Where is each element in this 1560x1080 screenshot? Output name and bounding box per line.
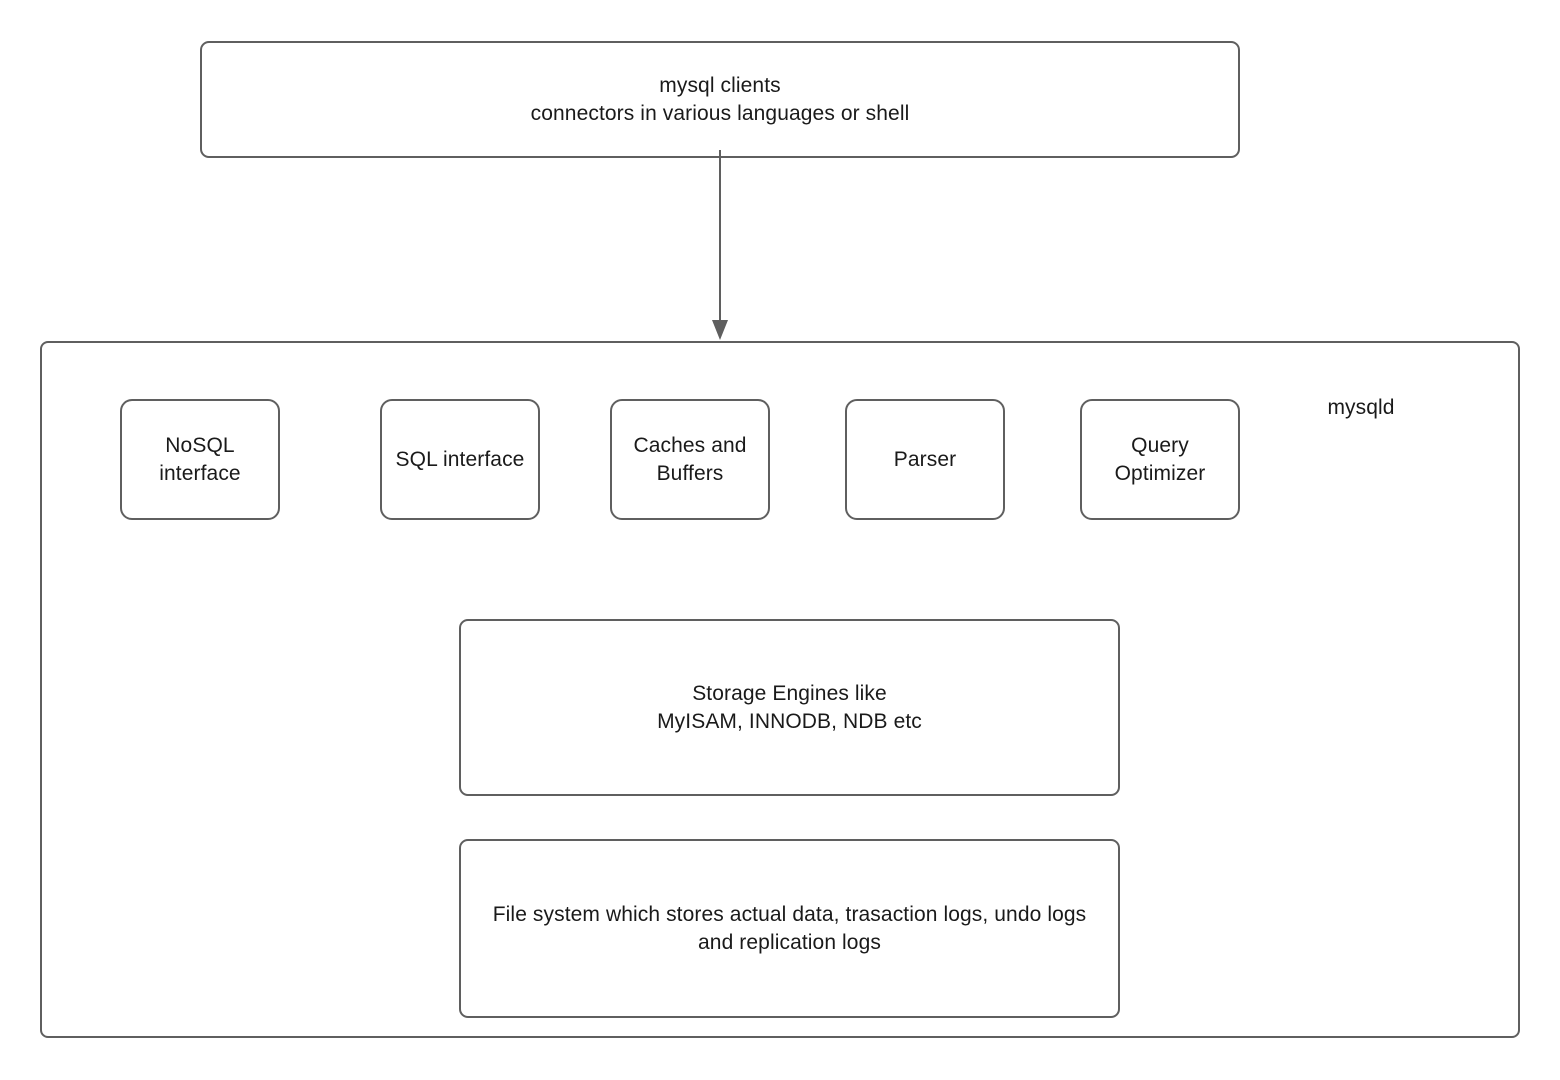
component-box-nosql-interface[interactable]: NoSQL interface: [120, 399, 280, 520]
storage-engines-box[interactable]: Storage Engines like MyISAM, INNODB, NDB…: [459, 619, 1120, 796]
arrow-down-icon: [712, 150, 728, 340]
component-box-query-optimizer[interactable]: Query Optimizer: [1080, 399, 1240, 520]
component-box-caches-and-buffers[interactable]: Caches and Buffers: [610, 399, 770, 520]
file-system-box[interactable]: File system which stores actual data, tr…: [459, 839, 1120, 1018]
component-box-sql-interface[interactable]: SQL interface: [380, 399, 540, 520]
mysql-clients-box[interactable]: mysql clients connectors in various lang…: [200, 41, 1240, 158]
component-box-parser[interactable]: Parser: [845, 399, 1005, 520]
mysqld-container-label: mysqld: [1327, 396, 1395, 419]
